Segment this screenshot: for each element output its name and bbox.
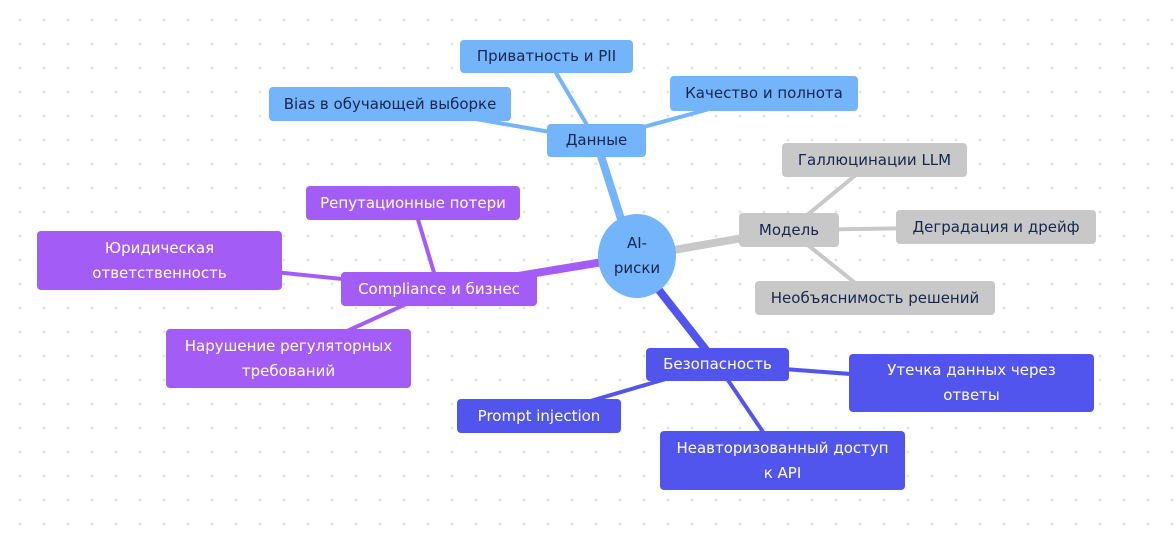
leaf-data-quality[interactable]: Качество и полнота: [670, 76, 858, 111]
leaf-reputation-loss[interactable]: Репутационные потери: [306, 186, 520, 220]
root-label: AI-риски: [613, 234, 661, 277]
leaf-data-leak[interactable]: Утечка данных через ответы: [849, 354, 1094, 412]
root-node[interactable]: AI-риски: [598, 214, 676, 298]
leaf-training-bias[interactable]: Bias в обучающей выборке: [269, 87, 511, 121]
leaf-prompt-injection[interactable]: Prompt injection: [457, 399, 621, 433]
leaf-regulatory-violation[interactable]: Нарушение регуляторных требований: [166, 329, 411, 388]
leaf-privacy-pii[interactable]: Приватность и PII: [460, 40, 633, 73]
branch-data[interactable]: Данные: [547, 124, 646, 157]
leaf-unauthorized-api[interactable]: Неавторизованный доступ к API: [660, 431, 905, 490]
branch-model[interactable]: Модель: [739, 213, 839, 247]
leaf-hallucinations[interactable]: Галлюцинации LLM: [782, 143, 967, 177]
leaf-legal-liability[interactable]: Юридическая ответственность: [37, 231, 282, 290]
branch-compliance-business[interactable]: Compliance и бизнес: [341, 272, 537, 306]
leaf-unexplainability[interactable]: Необъяснимость решений: [755, 281, 995, 315]
branch-security[interactable]: Безопасность: [646, 348, 789, 381]
leaf-degradation-drift[interactable]: Деградация и дрейф: [896, 210, 1096, 244]
